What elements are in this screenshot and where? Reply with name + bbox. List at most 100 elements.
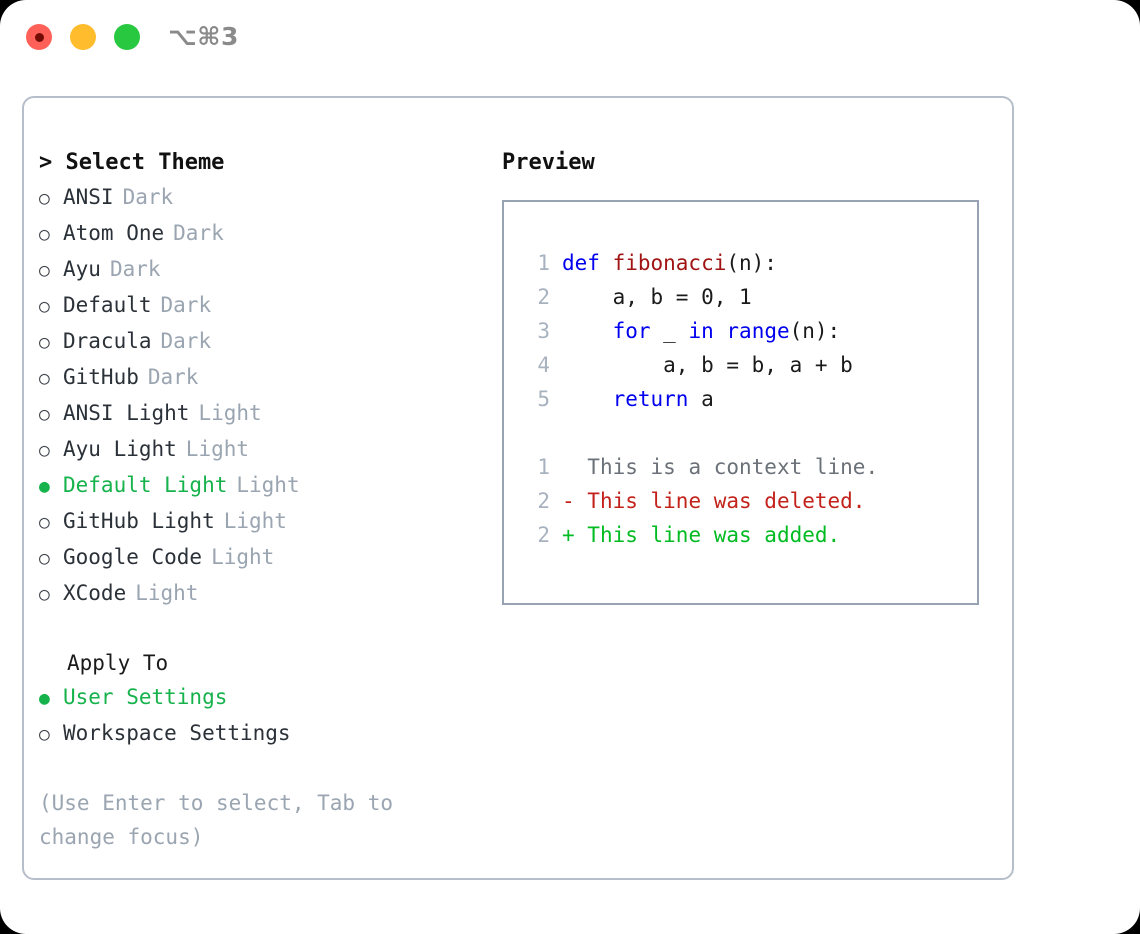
diff-line: 2- This line was deleted. [518, 484, 977, 518]
radio-selected-icon: ● [39, 688, 50, 709]
diff-line: 2 + This line was added. [518, 518, 977, 552]
theme-name: ANSI Light [63, 401, 190, 425]
radio-unselected-icon: ○ [39, 404, 50, 425]
preview-title: Preview [502, 150, 595, 175]
theme-category-tag: Light [223, 509, 287, 533]
code-line: 2 a, b = 0, 1 [518, 280, 977, 314]
code-token: in [688, 319, 714, 343]
code-token: a [688, 387, 714, 411]
theme-list-item[interactable]: ○ XCode Light [39, 576, 489, 612]
theme-category-tag: Dark [160, 293, 212, 317]
record-dot-icon [34, 32, 44, 42]
code-token: (n): [789, 319, 841, 343]
line-number: 5 [537, 387, 550, 411]
code-line: 3 for _ in range(n): [518, 314, 977, 348]
line-number: 1 [537, 251, 550, 275]
theme-name: Ayu Light [63, 437, 177, 461]
code-token: for [612, 319, 651, 343]
radio-unselected-icon: ○ [39, 296, 50, 317]
theme-name: ANSI [63, 185, 114, 209]
line-number: 2 [537, 489, 550, 513]
code-text: a, b = 0, 1 [562, 280, 752, 314]
keyboard-shortcut-label: ⌥⌘3 [168, 22, 239, 51]
theme-list-item[interactable]: ○ Ayu Dark [39, 252, 489, 288]
theme-name: Dracula [63, 329, 152, 353]
code-diff-spacer [518, 416, 977, 450]
theme-name: GitHub Light [63, 509, 215, 533]
apply-to-label: Workspace Settings [63, 721, 291, 745]
theme-category-tag: Dark [109, 257, 161, 281]
apply-to-list: ● User Settings ○ Workspace Settings [39, 680, 489, 752]
theme-category-tag: Dark [173, 221, 224, 245]
diff-marker: + [562, 523, 588, 547]
apply-to-item[interactable]: ● User Settings [39, 680, 489, 716]
code-token: range [726, 319, 790, 343]
window-controls [26, 24, 140, 50]
diff-text: This line was deleted. [587, 489, 866, 513]
line-number: 1 [537, 455, 550, 479]
code-text: for _ in range(n): [562, 314, 841, 348]
code-token [714, 319, 727, 343]
theme-list-item[interactable]: ○ ANSI Light Light [39, 396, 489, 432]
theme-name: Atom One [63, 221, 165, 245]
theme-list-item[interactable]: ○ ANSI Dark [39, 180, 489, 216]
maximize-button-icon[interactable] [114, 24, 140, 50]
theme-category-tag: Dark [147, 365, 199, 389]
theme-category-tag: Light [135, 581, 199, 605]
apply-to-header: Apply To [67, 651, 169, 675]
section-spacer [39, 612, 489, 646]
minimize-button-icon[interactable] [70, 24, 96, 50]
code-token: return [612, 387, 689, 411]
code-token: def [562, 251, 613, 275]
keyboard-hint-text: (Use Enter to select, Tab to change focu… [39, 791, 406, 849]
code-token [562, 387, 613, 411]
theme-category-tag: Light [211, 545, 275, 569]
code-token: fibonacci [612, 251, 727, 275]
apply-to-label: User Settings [63, 685, 228, 709]
theme-name: XCode [63, 581, 127, 605]
code-token: _ [650, 319, 689, 343]
radio-unselected-icon: ○ [39, 584, 50, 605]
theme-name: Ayu [63, 257, 101, 281]
diff-text: This line was added. [587, 523, 841, 547]
code-text: def fibonacci(n): [562, 246, 777, 280]
code-line: 4 a, b = b, a + b [518, 348, 977, 382]
title-bar: ⌥⌘3 [0, 0, 1140, 78]
diff-marker [562, 450, 587, 484]
diff-sample: 1 This is a context line. 2- This line wa… [518, 450, 977, 552]
line-number: 4 [537, 353, 550, 377]
theme-list-item[interactable]: ○ Atom One Dark [39, 216, 489, 252]
radio-unselected-icon: ○ [39, 260, 50, 281]
radio-unselected-icon: ○ [39, 188, 50, 209]
select-theme-header: > Select Theme [39, 150, 225, 175]
code-token: a, b = b, a + b [562, 353, 853, 377]
line-number: 3 [537, 319, 550, 343]
radio-unselected-icon: ○ [39, 724, 50, 745]
radio-selected-icon: ● [39, 476, 50, 497]
diff-text: This is a context line. [587, 455, 879, 479]
theme-category-tag: Light [198, 401, 262, 425]
code-token: a, b = 0, 1 [562, 285, 752, 309]
theme-category-tag: Dark [122, 185, 174, 209]
radio-unselected-icon: ○ [39, 224, 50, 245]
theme-name: Default Light [63, 473, 228, 497]
line-number: 2 [537, 523, 550, 547]
close-button-icon[interactable] [26, 24, 52, 50]
code-token [562, 319, 613, 343]
apply-to-item[interactable]: ○ Workspace Settings [39, 716, 489, 752]
radio-unselected-icon: ○ [39, 368, 50, 389]
theme-category-tag: Dark [160, 329, 212, 353]
